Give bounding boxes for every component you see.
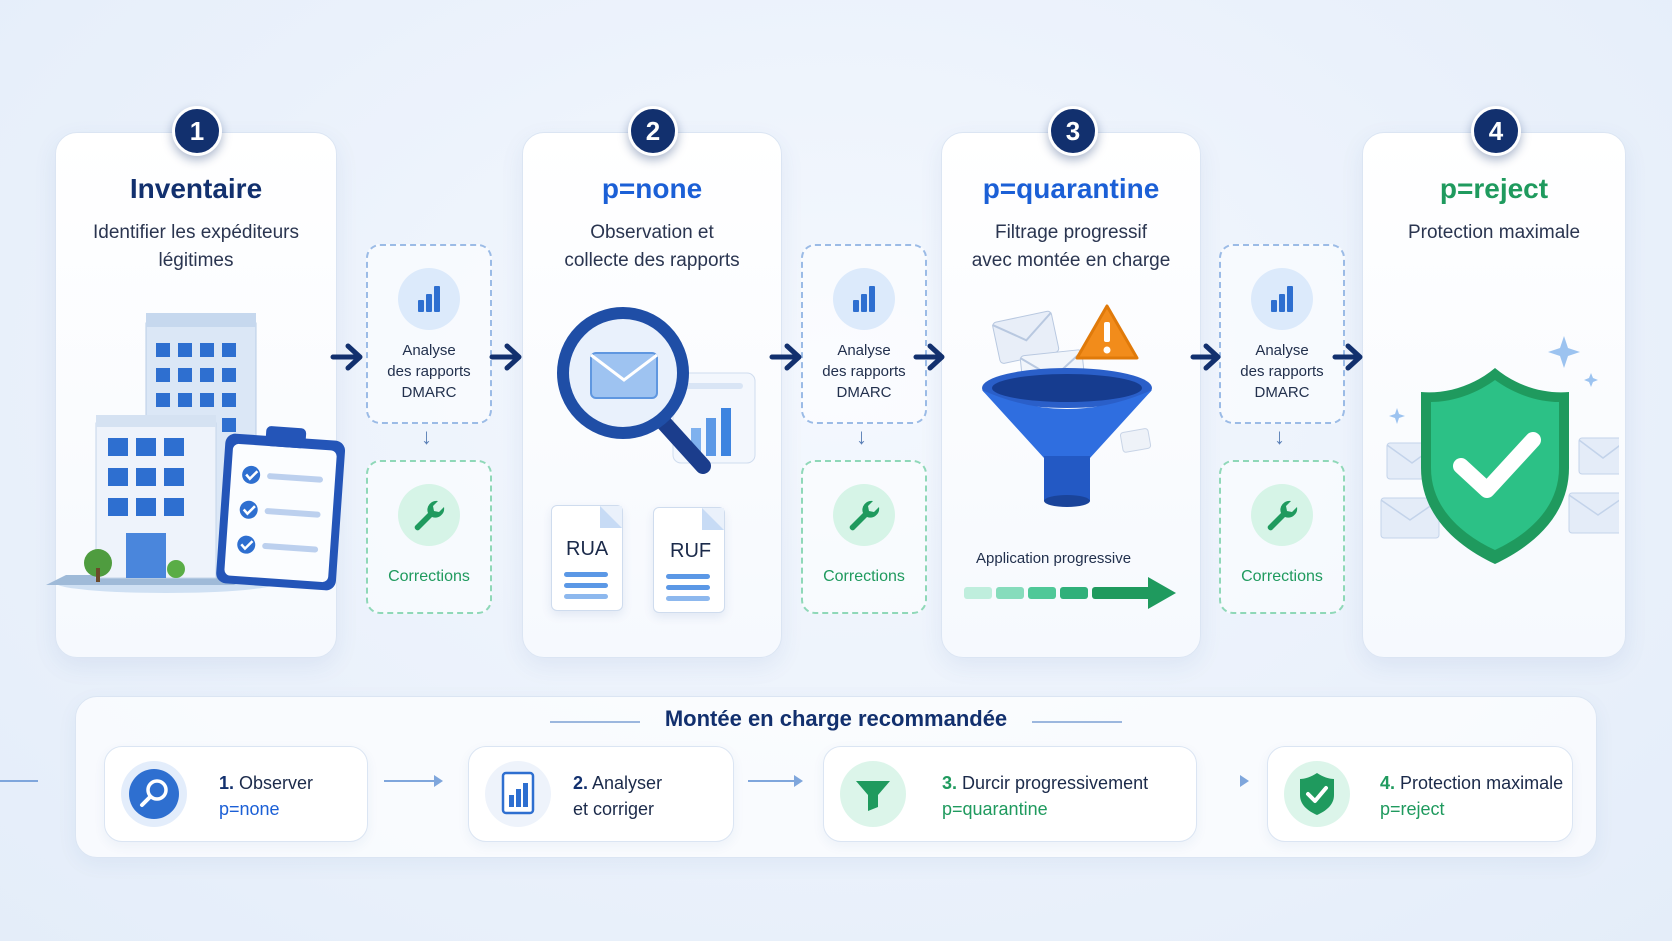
stage-number-badge: 3: [1048, 106, 1098, 156]
stage-card-p-reject: p=reject Protection maximale: [1362, 132, 1626, 658]
stage-card-inventaire: Inventaire Identifier les expéditeurs lé…: [46, 132, 346, 658]
analysis-box: Analyse des rapports DMARC: [801, 244, 927, 424]
title-rule-left: [550, 721, 640, 723]
title-rule-right: [1032, 721, 1122, 723]
stage-number-badge: 4: [1471, 106, 1521, 156]
ruf-label: RUF: [670, 540, 712, 562]
stage-card-p-none: p=none Observation et collecte des rappo…: [522, 132, 782, 658]
right-arrow-head: [434, 775, 443, 787]
rollout-step-protection: 4. Protection maximale p=reject: [1267, 746, 1573, 842]
bar-chart-icon: [833, 268, 895, 330]
bar-chart-icon: [398, 268, 460, 330]
shield-check-icon: [1284, 761, 1350, 827]
stage-subtitle: Observation et collecte des rapports: [564, 222, 740, 271]
step-label: Analyser: [592, 773, 663, 793]
analysis-label: Analyse des rapports DMARC: [387, 342, 471, 401]
magnifier-email-illustration: [557, 307, 756, 474]
rollout-step-durcir: 3. Durcir progressivement p=quarantine: [823, 746, 1197, 842]
step-number: 2.: [573, 773, 589, 793]
progress-label: Application progressive: [976, 550, 1132, 567]
stage-subtitle: Protection maximale: [1407, 222, 1581, 243]
analysis-box: Analyse des rapports DMARC: [1219, 244, 1345, 424]
corrections-label: Corrections: [1241, 568, 1323, 585]
rua-document-icon: RUA: [551, 505, 623, 611]
right-arrow-icon: [0, 780, 38, 782]
corrections-label: Corrections: [388, 568, 470, 585]
magnifier-icon: [121, 761, 187, 827]
right-arrow-icon: [384, 780, 440, 782]
step-number: 1.: [219, 773, 235, 793]
step-label: Protection maximale: [1400, 773, 1564, 793]
rua-label: RUA: [566, 538, 609, 560]
building-clipboard-illustration: [46, 313, 346, 593]
analysis-box: Analyse des rapports DMARC: [366, 244, 492, 424]
down-arrow-icon: ↓: [1274, 424, 1285, 449]
stage-title: p=quarantine: [982, 173, 1160, 204]
wrench-icon: [398, 484, 460, 546]
stage-number-badge: 2: [628, 106, 678, 156]
bar-chart-icon: [1251, 268, 1313, 330]
report-chart-icon: [485, 761, 551, 827]
rollout-step-observer: 1. Observer p=none: [104, 746, 368, 842]
stage-title: Inventaire: [129, 173, 263, 204]
funnel-icon: [840, 761, 906, 827]
ruf-document-icon: RUF: [653, 507, 725, 613]
corrections-label: Corrections: [823, 568, 905, 585]
wrench-icon: [833, 484, 895, 546]
step-label: Observer: [239, 773, 314, 793]
funnel-illustration: [982, 304, 1152, 507]
step-policy: et corriger: [573, 799, 655, 819]
step-number: 4.: [1380, 773, 1396, 793]
rollout-title: Montée en charge recommandée: [664, 706, 1008, 731]
stage-card-p-quarantine: p=quarantine Filtrage progressif avec mo…: [941, 132, 1201, 658]
shield-check-illustration: [1380, 336, 1619, 564]
analysis-label: Analyse des rapports DMARC: [822, 342, 906, 401]
corrections-box: Corrections: [366, 460, 492, 614]
right-arrow-head: [1240, 775, 1249, 787]
stage-title: p=reject: [1439, 173, 1549, 204]
stage-title: p=none: [601, 173, 703, 204]
rollout-step-analyser: 2. Analyser et corriger: [468, 746, 734, 842]
right-arrow-icon: [748, 780, 800, 782]
step-policy: p=quarantine: [942, 799, 1048, 819]
stage-number-badge: 1: [172, 106, 222, 156]
progress-arrow-bar: [964, 577, 1176, 609]
down-arrow-icon: ↓: [421, 424, 432, 449]
step-number: 3.: [942, 773, 958, 793]
corrections-box: Corrections: [801, 460, 927, 614]
analysis-label: Analyse des rapports DMARC: [1240, 342, 1324, 401]
right-arrow-head: [794, 775, 803, 787]
stage-subtitle: Filtrage progressif avec montée en charg…: [971, 222, 1171, 271]
wrench-icon: [1251, 484, 1313, 546]
down-arrow-icon: ↓: [856, 424, 867, 449]
stage-subtitle: Identifier les expéditeurs légitimes: [93, 222, 299, 271]
corrections-box: Corrections: [1219, 460, 1345, 614]
step-policy: p=reject: [1380, 799, 1445, 819]
step-policy: p=none: [219, 799, 280, 819]
step-label: Durcir progressivement: [962, 773, 1149, 793]
